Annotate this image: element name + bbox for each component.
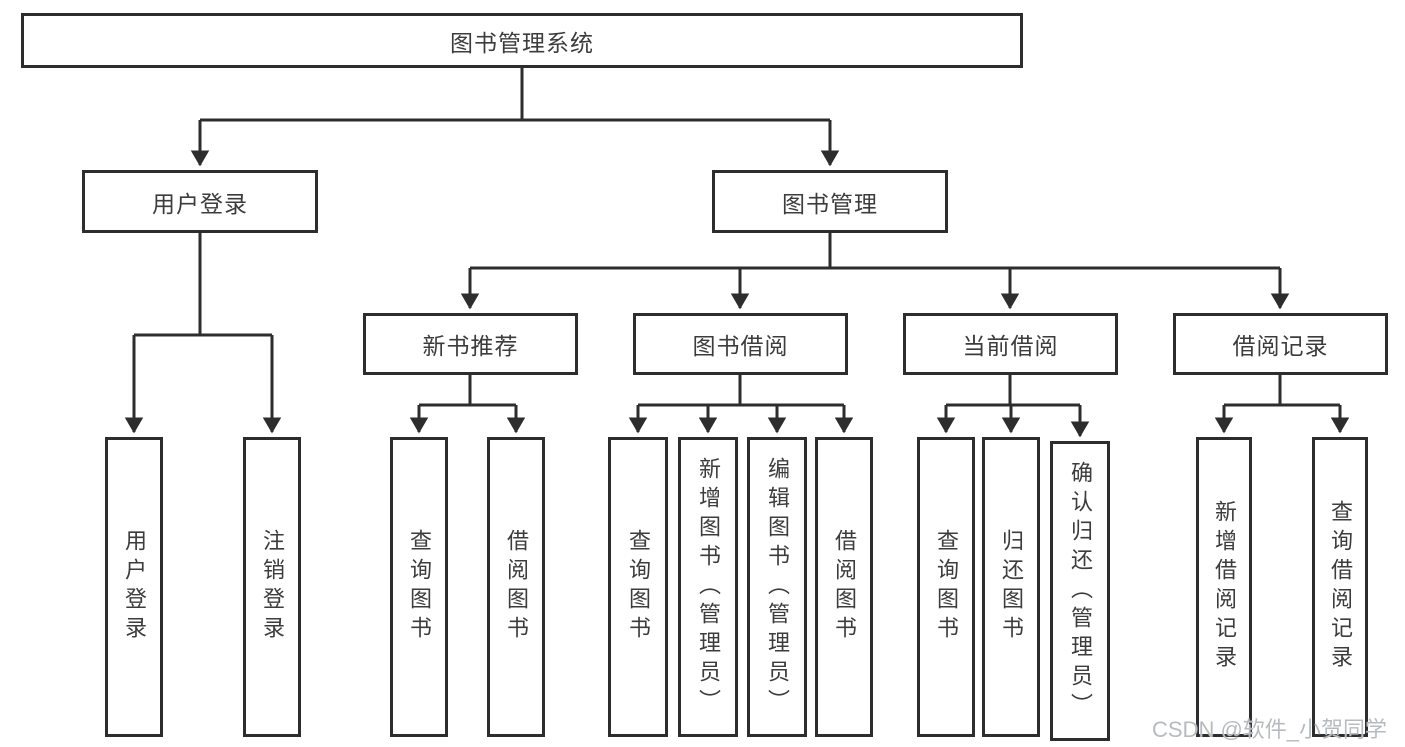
node-label: 新增图书（管理员） — [696, 456, 721, 718]
node-new-book-recommend: 新书推荐 — [363, 313, 578, 375]
leaf-query-books-1: 查询图书 — [390, 437, 448, 737]
leaf-add-books-admin: 新增图书（管理员） — [678, 437, 738, 737]
node-book-management: 图书管理 — [712, 170, 948, 233]
node-label: 编辑图书（管理员） — [765, 456, 790, 718]
leaf-confirm-return-admin: 确认归还（管理员） — [1050, 441, 1110, 741]
node-label: 用户登录 — [122, 529, 147, 645]
node-label: 图书管理 — [782, 190, 878, 217]
node-current-borrow: 当前借阅 — [903, 313, 1118, 375]
node-label: 借阅记录 — [1232, 333, 1329, 359]
node-book-borrow: 图书借阅 — [633, 313, 848, 375]
csdn-watermark: CSDN @软件_小贺同学 — [1152, 717, 1388, 742]
node-label: 新增借阅记录 — [1212, 500, 1237, 674]
node-label: 查询图书 — [626, 529, 651, 645]
leaf-borrow-books-2: 借阅图书 — [815, 437, 873, 737]
node-label: 图书管理系统 — [450, 29, 594, 56]
node-label: 注销登录 — [260, 529, 285, 645]
leaf-edit-books-admin: 编辑图书（管理员） — [747, 437, 807, 737]
node-borrow-records: 借阅记录 — [1173, 313, 1388, 375]
node-user-login: 用户登录 — [82, 170, 318, 233]
node-label: 当前借阅 — [962, 333, 1059, 359]
node-label: 借阅图书 — [832, 529, 857, 645]
leaf-return-books: 归还图书 — [982, 437, 1040, 737]
leaf-query-books-2: 查询图书 — [608, 437, 668, 737]
node-label: 借阅图书 — [504, 529, 529, 645]
node-label: 查询借阅记录 — [1328, 500, 1353, 674]
leaf-query-borrow-record: 查询借阅记录 — [1312, 437, 1368, 737]
node-label: 查询图书 — [407, 529, 432, 645]
node-label: 查询图书 — [934, 529, 959, 645]
leaf-borrow-books-1: 借阅图书 — [487, 437, 545, 737]
node-root-system: 图书管理系统 — [21, 13, 1023, 68]
node-label: 新书推荐 — [422, 333, 519, 359]
node-label: 归还图书 — [999, 529, 1024, 645]
leaf-logout: 注销登录 — [243, 437, 301, 737]
leaf-query-books-3: 查询图书 — [917, 437, 975, 737]
node-label: 用户登录 — [152, 190, 248, 217]
leaf-add-borrow-record: 新增借阅记录 — [1196, 437, 1252, 737]
node-label: 确认归还（管理员） — [1068, 460, 1093, 722]
leaf-user-login: 用户登录 — [105, 437, 163, 737]
node-label: 图书借阅 — [692, 333, 789, 359]
